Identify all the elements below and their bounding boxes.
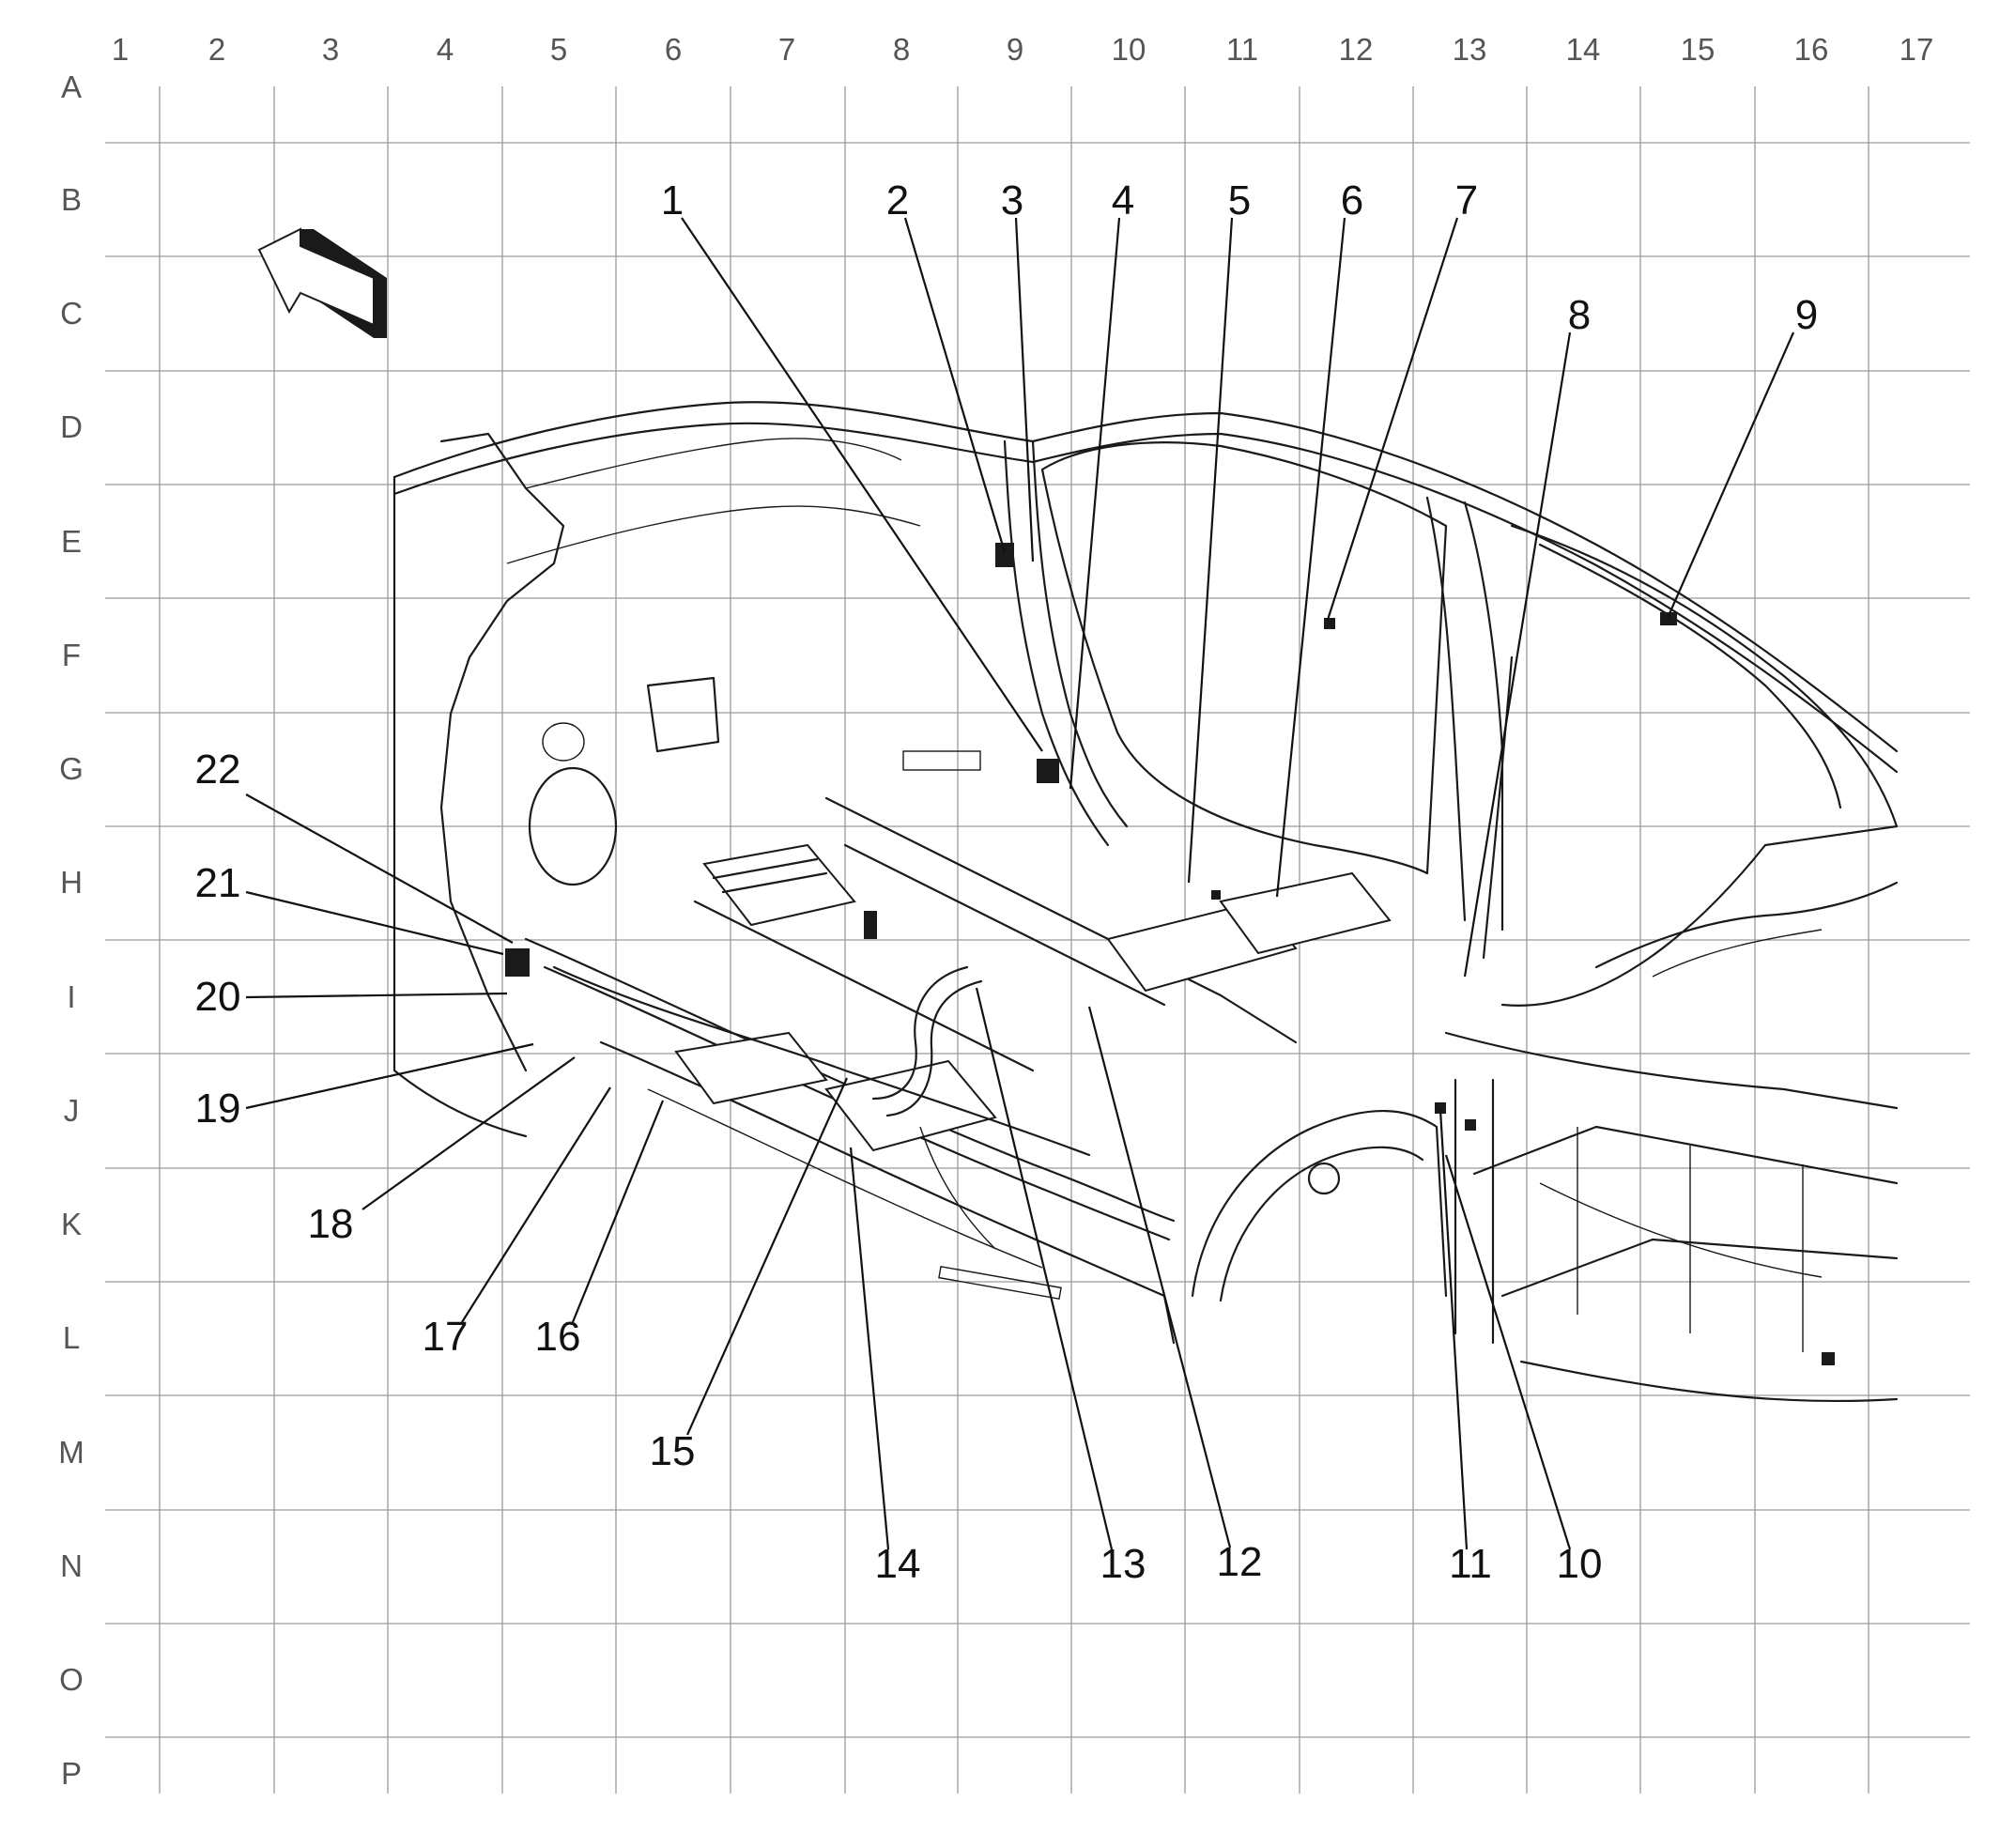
callout-label: 20: [195, 974, 241, 1020]
callout-label: 19: [195, 1086, 241, 1132]
column-label: 8: [893, 32, 910, 67]
callout-label: 15: [650, 1428, 696, 1474]
callout-label: 4: [1112, 177, 1134, 223]
column-label: 3: [322, 32, 339, 67]
leader-line: [1444, 1154, 1572, 1550]
column-label: 16: [1794, 32, 1829, 67]
leader-line: [245, 992, 508, 999]
leader-line: [1069, 217, 1121, 790]
column-label: 9: [1007, 32, 1023, 67]
row-label: I: [67, 979, 75, 1014]
column-label: 6: [665, 32, 682, 67]
row-label: E: [61, 524, 82, 559]
column-label: 1: [112, 32, 129, 67]
callout-label: 5: [1228, 177, 1251, 223]
leader-line: [1275, 217, 1346, 898]
callout-label: 17: [423, 1314, 469, 1360]
grid-lines: [105, 86, 1970, 1794]
column-label: 5: [550, 32, 567, 67]
row-label: C: [60, 296, 83, 331]
leader-line: [245, 890, 504, 956]
leader-line: [1187, 217, 1234, 884]
leader-line: [461, 1086, 611, 1323]
callout-label: 11: [1449, 1541, 1492, 1587]
callout-label: 13: [1100, 1541, 1146, 1587]
leader-line: [1463, 331, 1572, 978]
row-label: N: [60, 1548, 83, 1583]
leader-line: [1666, 331, 1795, 619]
column-label: 12: [1339, 32, 1374, 67]
leader-line: [849, 1147, 890, 1550]
row-label: J: [64, 1093, 80, 1128]
column-label: 7: [778, 32, 795, 67]
column-label: 4: [437, 32, 454, 67]
row-label: L: [63, 1320, 80, 1355]
row-label: D: [60, 409, 83, 444]
row-label: H: [60, 865, 83, 900]
row-labels: A B C D E F G H I J K L M N O P: [58, 69, 85, 1791]
row-label: B: [61, 182, 82, 217]
callout-label: 22: [195, 747, 241, 793]
vehicle-body-illustration: [392, 401, 1899, 1403]
row-label: P: [61, 1756, 82, 1791]
column-label: 14: [1566, 32, 1601, 67]
leader-line: [1014, 217, 1035, 562]
leader-line: [362, 1056, 576, 1210]
leader-line: [245, 793, 514, 944]
leader-line: [1087, 1006, 1232, 1548]
row-label: G: [59, 751, 84, 786]
callout-label: 12: [1217, 1539, 1263, 1585]
callout-label: 6: [1341, 177, 1363, 223]
callout-label: 16: [535, 1314, 581, 1360]
leader-lines: [245, 217, 1795, 1550]
row-label: A: [61, 69, 82, 104]
row-label: M: [58, 1435, 85, 1470]
column-label: 17: [1900, 32, 1934, 67]
callout-label: 1: [661, 177, 684, 223]
leader-line: [681, 217, 1043, 752]
callout-label: 9: [1795, 292, 1818, 338]
row-label: O: [59, 1662, 84, 1697]
callout-label: 7: [1455, 177, 1478, 223]
leader-line: [571, 1100, 665, 1323]
leader-line: [1326, 217, 1459, 621]
column-label: 11: [1226, 32, 1258, 67]
callout-label: 14: [875, 1541, 921, 1587]
callout-label: 18: [308, 1201, 354, 1247]
callout-label: 21: [195, 860, 241, 906]
column-label: 10: [1112, 32, 1146, 67]
callout-label: 10: [1557, 1541, 1603, 1587]
leader-line: [245, 1042, 534, 1110]
row-label: K: [61, 1207, 82, 1241]
callout-label: 2: [886, 177, 909, 223]
front-direction-arrow-icon: [257, 227, 387, 338]
leader-line: [685, 1077, 849, 1436]
leader-line: [975, 987, 1114, 1550]
leader-line: [903, 217, 1007, 553]
column-label: 13: [1453, 32, 1487, 67]
column-label: 2: [208, 32, 225, 67]
leader-line: [1438, 1109, 1469, 1550]
row-label: F: [62, 638, 81, 672]
callout-label: 3: [1001, 177, 1023, 223]
column-label: 15: [1681, 32, 1715, 67]
callout-label: 8: [1568, 292, 1591, 338]
